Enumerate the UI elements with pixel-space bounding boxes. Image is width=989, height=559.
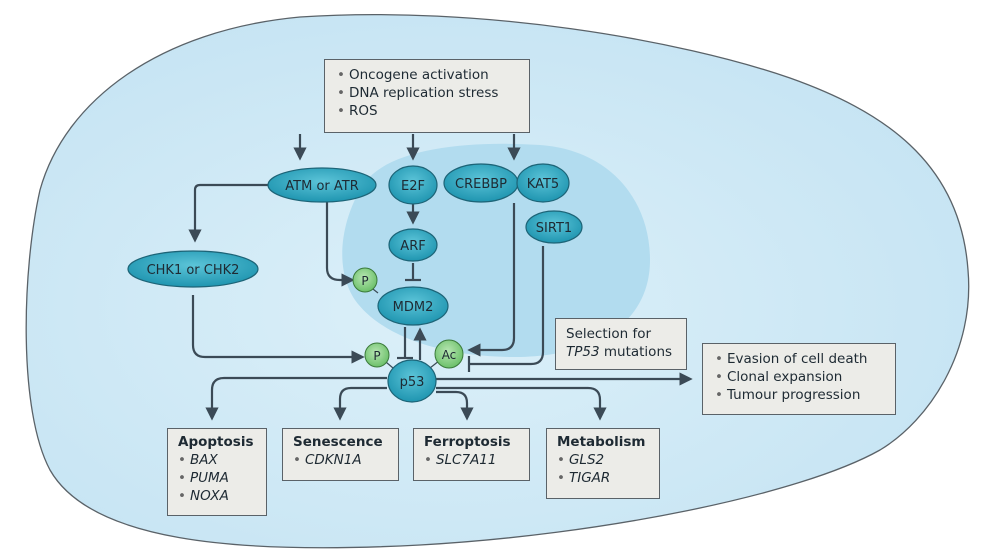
outcome-item: Tumour progression: [715, 386, 883, 404]
arrow-atm-mdm2: [325, 200, 355, 287]
selection-line2: TP53 mutations: [566, 343, 676, 361]
apoptosis-gene: PUMA: [178, 469, 256, 487]
node-sirt1: SIRT1: [525, 210, 583, 244]
connectors: [188, 134, 693, 421]
senescence-title: Senescence: [293, 434, 383, 450]
arrow-p53-apoptosis: [205, 376, 387, 421]
stress-item: DNA replication stress: [337, 84, 517, 102]
selection-gene: TP53: [566, 344, 600, 360]
node-e2f: E2F: [388, 165, 438, 205]
node-kat5-label: KAT5: [527, 177, 559, 192]
node-p53-label: p53: [400, 375, 425, 390]
apoptosis-box: Apoptosis BAX PUMA NOXA: [167, 428, 267, 516]
outcome-item: Clonal expansion: [715, 368, 883, 386]
arrow-p53-metabolism: [436, 386, 607, 421]
phospho-p53-label: P: [373, 349, 380, 363]
phospho-p53: P: [364, 342, 390, 368]
arrow-chk-p53: [191, 295, 365, 364]
metabolism-gene: GLS2: [557, 451, 649, 469]
node-kat5: KAT5: [516, 163, 570, 203]
outcome-item: Evasion of cell death: [715, 350, 883, 368]
node-atm-atr-label: ATM or ATR: [285, 179, 358, 194]
node-chk-label: CHK1 or CHK2: [147, 263, 240, 278]
senescence-gene: CDKN1A: [293, 451, 388, 469]
arrow-atm-chk: [188, 183, 268, 243]
ferroptosis-box: Ferroptosis SLC7A11: [413, 428, 530, 481]
inhibit-sirt1-ac: [469, 246, 545, 366]
apoptosis-gene: NOXA: [178, 487, 256, 505]
node-arf-label: ARF: [400, 239, 425, 254]
node-e2f-label: E2F: [401, 179, 425, 194]
selection-box: Selection for TP53 mutations: [555, 318, 687, 370]
acetyl-p53-label: Ac: [442, 348, 457, 362]
acetyl-p53: Ac: [434, 339, 464, 369]
senescence-box: Senescence CDKN1A: [282, 428, 399, 481]
apoptosis-gene: BAX: [178, 451, 256, 469]
selection-rest: mutations: [599, 344, 673, 360]
phospho-mdm2: P: [352, 267, 378, 293]
node-crebbp: CREBBP: [443, 163, 519, 203]
node-mdm2-label: MDM2: [393, 300, 434, 315]
stress-box: Oncogene activation DNA replication stre…: [324, 59, 530, 133]
selection-line1: Selection for: [566, 326, 652, 342]
ferroptosis-gene: SLC7A11: [424, 451, 519, 469]
outcome-box: Evasion of cell death Clonal expansion T…: [702, 343, 896, 415]
arrow-crebbp-ac: [467, 203, 516, 357]
stress-item: ROS: [337, 102, 517, 120]
node-sirt1-label: SIRT1: [536, 221, 572, 236]
metabolism-box: Metabolism GLS2 TIGAR: [546, 428, 660, 499]
node-chk: CHK1 or CHK2: [127, 250, 259, 288]
metabolism-title: Metabolism: [557, 434, 646, 450]
apoptosis-title: Apoptosis: [178, 434, 254, 450]
phospho-mdm2-label: P: [361, 274, 368, 288]
node-crebbp-label: CREBBP: [455, 177, 507, 192]
arrow-p53-senescence: [333, 386, 387, 421]
node-p53: p53: [387, 359, 437, 403]
arrow-p53-ferroptosis: [436, 390, 474, 421]
node-arf: ARF: [388, 228, 438, 262]
metabolism-gene: TIGAR: [557, 469, 649, 487]
node-atm-atr: ATM or ATR: [267, 167, 377, 203]
stress-item: Oncogene activation: [337, 66, 517, 84]
ferroptosis-title: Ferroptosis: [424, 434, 511, 450]
node-mdm2: MDM2: [377, 286, 449, 326]
